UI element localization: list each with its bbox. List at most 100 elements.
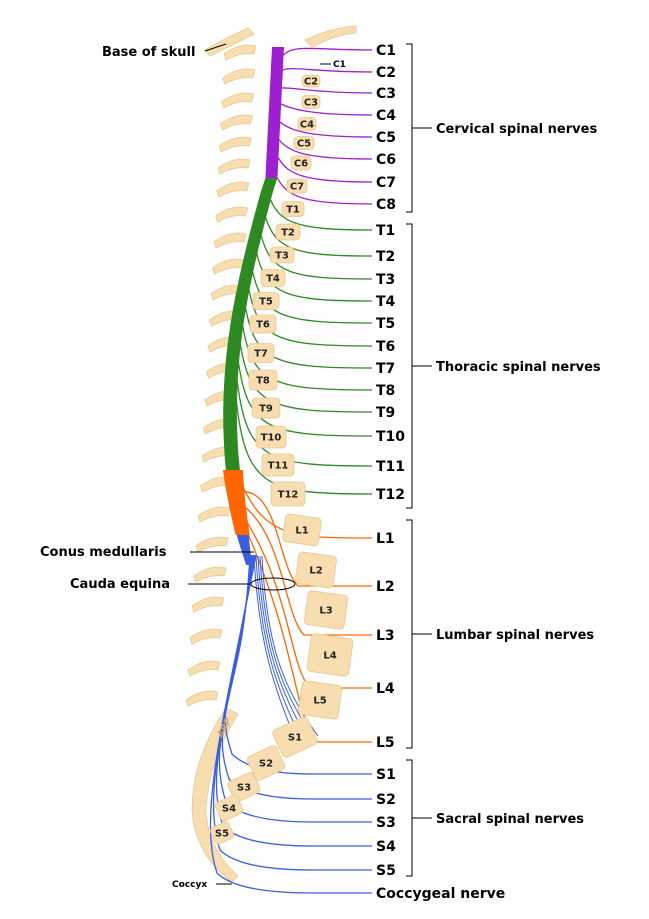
vertebra-l1: L1: [282, 513, 322, 547]
nerve-label-l2: L2: [376, 579, 395, 595]
skull-base-left: [204, 27, 255, 57]
nerve-t2: [265, 217, 373, 257]
coccyx-label: Coccyx: [172, 880, 207, 890]
nerve-c6: [278, 139, 373, 160]
vertebral-body: [303, 590, 349, 630]
vertebra-t10: T10: [255, 425, 287, 449]
group-label: Sacral spinal nerves: [436, 812, 584, 827]
nerve-label-c3: C3: [376, 86, 396, 102]
nerve-label-t5: T5: [376, 316, 395, 332]
spinous-process: [212, 258, 245, 275]
bracket: [406, 759, 413, 877]
nerve-label-t4: T4: [376, 294, 396, 310]
cord-conus: [236, 535, 253, 565]
vertebral-body: [270, 481, 306, 507]
vertebra-label: S4: [222, 804, 236, 815]
vertebra-label: T9: [259, 404, 273, 415]
vertebral-body: [247, 343, 275, 363]
vertebra-label: S2: [259, 759, 273, 770]
nerve-label-t2: T2: [376, 249, 395, 265]
spinous-process: [189, 628, 223, 645]
nerve-label-l4: L4: [376, 681, 395, 697]
vertebra-label: S5: [215, 829, 229, 840]
vertebra-label: L1: [295, 526, 308, 537]
nerve-label-coccygeal-nerve: Coccygeal nerve: [376, 886, 505, 902]
vertebra-label: T10: [261, 433, 282, 444]
nerve-label-s2: S2: [376, 792, 396, 808]
vertebral-body: [272, 716, 318, 758]
nerve-label-t12: T12: [376, 487, 405, 503]
vertebra-t9: T9: [251, 397, 281, 419]
nerve-c7: [277, 157, 373, 183]
spinous-process: [185, 690, 219, 707]
vertebra-label: C3: [304, 98, 318, 109]
vertebra-label: T1: [286, 205, 300, 216]
vertebra-l5: L5: [297, 680, 343, 720]
vertebra-label: C7: [290, 182, 304, 193]
vertebra-label: C4: [300, 120, 314, 131]
vertebra-t5: T5: [252, 292, 280, 310]
cauda-equina-strand: [257, 555, 307, 737]
spinous-process: [223, 44, 257, 61]
nerve-label-t10: T10: [376, 429, 405, 445]
vertebra-c6: C6: [290, 155, 312, 171]
vertebral-body: [260, 269, 286, 287]
spinal-cord: [222, 47, 284, 565]
spinous-process: [197, 506, 231, 523]
vertebra-label: S3: [237, 783, 251, 794]
vertebra-l3: L3: [303, 590, 349, 630]
vertebra-c3: C3: [301, 95, 321, 109]
nerve-label-c7: C7: [376, 175, 396, 191]
spinous-process: [215, 206, 249, 223]
vertebral-body: [286, 178, 308, 194]
group-label: Thoracic spinal nerves: [436, 360, 601, 375]
spinous-process: [217, 158, 251, 175]
vertebra-label: S1: [288, 733, 302, 744]
nerve-label-t1: T1: [376, 223, 395, 239]
vertebra-t3: T3: [269, 246, 295, 264]
vertebral-bodies: C2C3C4C5C6C7T1T2T3T4T5T6T7T8T9T10T11T12L…: [210, 74, 354, 845]
cord-lumbar: [222, 470, 250, 535]
vertebra-label: T4: [266, 274, 280, 285]
vertebral-body: [297, 117, 317, 131]
vertebral-body: [301, 95, 321, 109]
vertebral-body: [255, 425, 287, 449]
vertebra-label: T6: [256, 320, 270, 331]
vertebra-s2: S2: [246, 745, 286, 781]
nerve-l3: [240, 503, 372, 636]
vertebra-c4: C4: [297, 117, 317, 131]
nerve-t11: [236, 379, 373, 467]
nerve-label-c4: C4: [376, 108, 396, 124]
bracket: [406, 223, 413, 509]
nerve-label-t9: T9: [376, 405, 395, 421]
vertebra-label: T2: [281, 228, 295, 239]
skull-base-right: [304, 25, 357, 48]
vertebra-t2: T2: [275, 223, 301, 241]
vertebral-body: [290, 155, 312, 171]
vertebral-body: [282, 513, 322, 547]
vertebra-s3: S3: [227, 772, 261, 802]
skull-base: [204, 25, 357, 57]
vertebra-t8: T8: [248, 369, 278, 391]
vertebra-s5: S5: [210, 821, 234, 845]
spinous-process: [213, 232, 247, 249]
vertebral-processes: [185, 44, 257, 883]
vertebral-body: [281, 201, 305, 217]
nerve-t10: [237, 361, 373, 437]
nerve-t1: [270, 199, 373, 231]
vertebra-label: T11: [268, 461, 289, 472]
vertebral-body: [297, 680, 343, 720]
nerve-labels: C1C2C3C4C5C6C7C8T1T2T3T4T5T6T7T8T9T10T11…: [376, 43, 505, 902]
nerve-label-s4: S4: [376, 839, 396, 855]
vertebra-label: T3: [275, 251, 289, 262]
spinous-process: [195, 536, 229, 553]
vertebral-body: [306, 633, 354, 677]
group-label: Lumbar spinal nerves: [436, 628, 594, 643]
vertebral-body: [214, 794, 244, 822]
cauda-equina-strand: [253, 555, 295, 737]
vertebral-body: [210, 821, 234, 845]
vertebral-body: [248, 369, 278, 391]
vertebra-c5: C5: [293, 136, 315, 150]
